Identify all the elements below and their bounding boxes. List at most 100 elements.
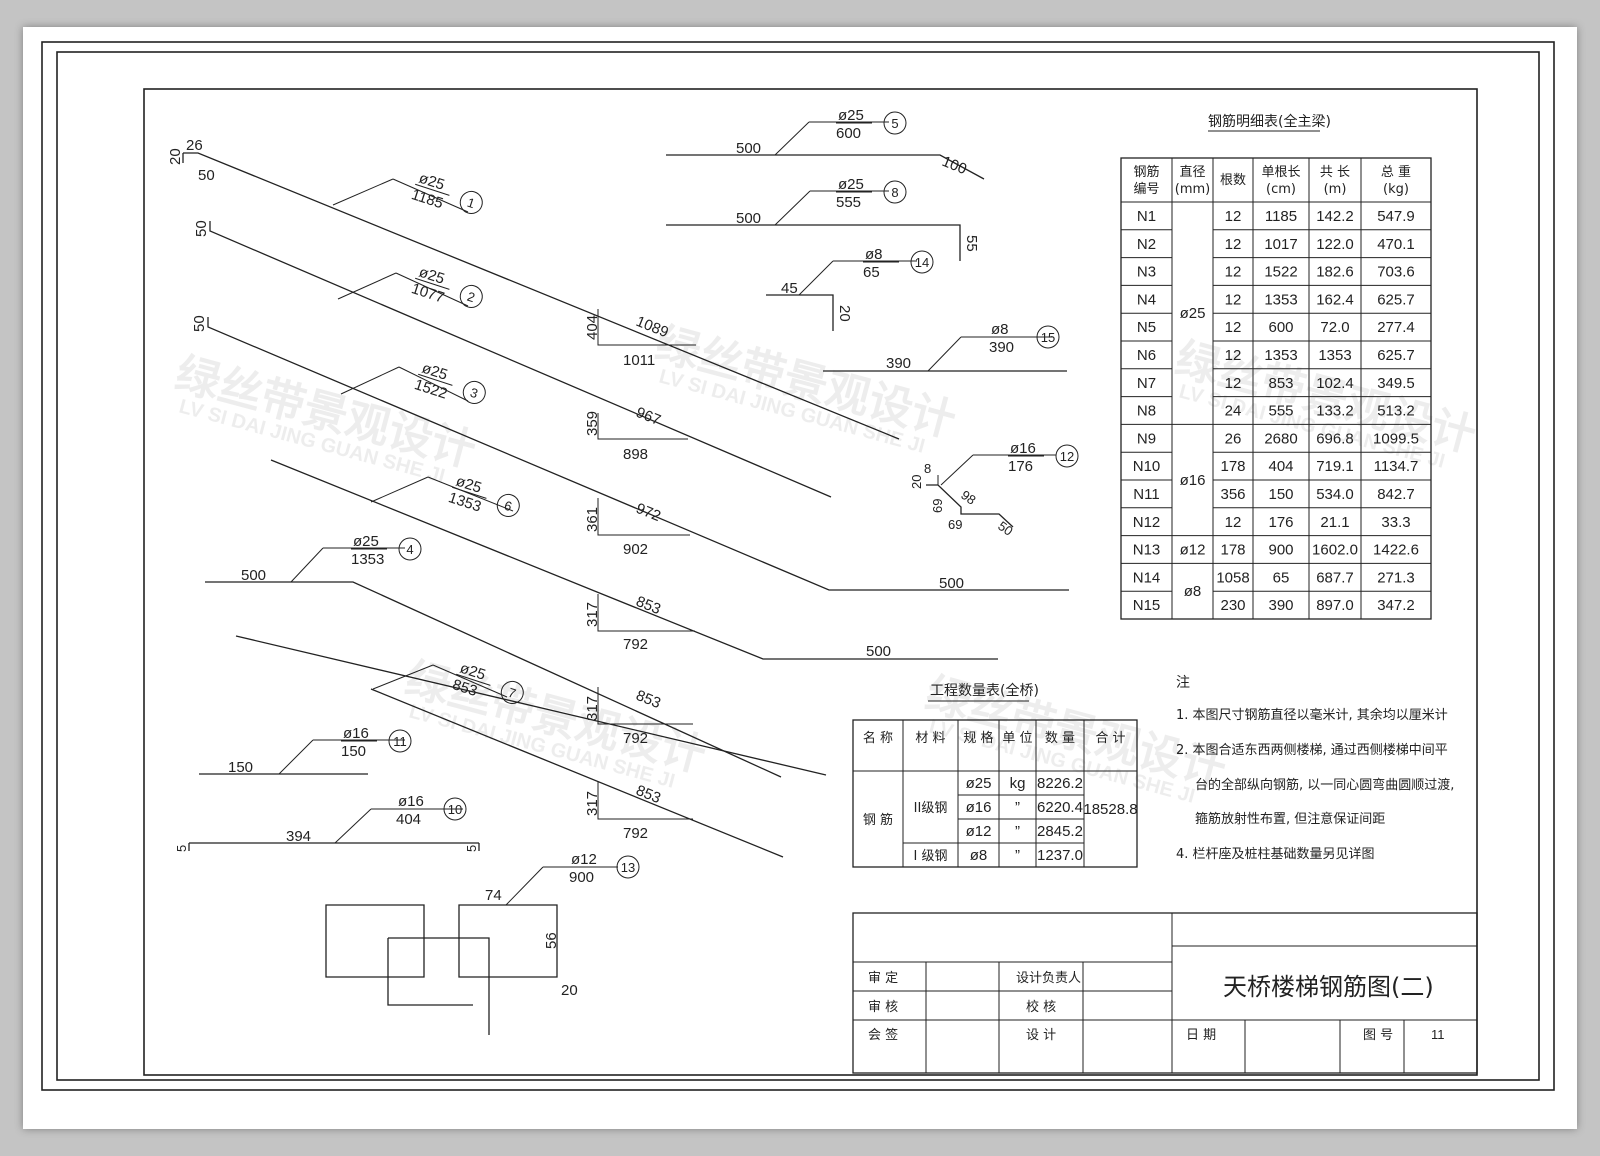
table-cell: 625.7 — [1377, 291, 1415, 308]
note-item: 1. 本图尺寸钢筋直径以毫米计, 其余均以厘米计 — [1176, 707, 1448, 723]
dimension-labels: 26 20 50 50 50 404 1089 1011 359 967 898… — [167, 137, 1016, 999]
qty-cell: ø16 — [966, 799, 992, 816]
table-cell: 230 — [1220, 597, 1245, 614]
table-cell: 1422.6 — [1373, 542, 1419, 559]
dim-text: 50 — [198, 167, 215, 184]
rebar-length: 404 — [396, 811, 421, 828]
dim-text: 69 — [948, 517, 962, 532]
title-block-label: 会 签 — [868, 1027, 898, 1043]
rebar-id-circle — [443, 797, 467, 821]
dim-text: 150 — [228, 759, 253, 776]
rebar-n3 — [207, 317, 1069, 591]
dim-text: 50 — [191, 315, 208, 332]
table-cell: 1099.5 — [1373, 430, 1419, 447]
table-cell: 1134.7 — [1374, 458, 1419, 475]
table-cell: 897.0 — [1316, 597, 1354, 614]
rebar-id: 12 — [1060, 449, 1074, 464]
table-cell: 12 — [1225, 514, 1242, 531]
table-cell: 12 — [1225, 375, 1242, 392]
table-cell: 1353 — [1318, 347, 1351, 364]
rebar-id: 3 — [468, 385, 480, 402]
table-cell: 1353 — [1264, 291, 1297, 308]
dim-text: 45 — [781, 280, 798, 297]
qty-header-cell: 单 位 — [1002, 731, 1032, 746]
qty-cell: ” — [1015, 823, 1020, 840]
table-header-cell: (mm) — [1175, 182, 1210, 197]
table-cell: N15 — [1133, 597, 1161, 614]
title-block-label: 图 号 — [1363, 1028, 1393, 1043]
notes-heading: 注 — [1176, 675, 1190, 691]
dim-text: 317 — [584, 696, 601, 721]
table-cell: 65 — [1273, 569, 1290, 586]
table-cell: 696.8 — [1316, 430, 1354, 447]
table-cell: N4 — [1137, 291, 1156, 308]
rebar-length: 65 — [863, 264, 880, 281]
table-cell: 24 — [1225, 403, 1242, 420]
table-cell: 178 — [1220, 458, 1245, 475]
dim-text: 500 — [736, 140, 761, 157]
dim-text: 20 — [909, 475, 924, 489]
dim-text: 317 — [584, 791, 601, 816]
rebar-id: 1 — [465, 195, 477, 212]
title-block-label: 日 期 — [1186, 1028, 1216, 1043]
table-cell: 142.2 — [1316, 208, 1354, 225]
dim-text: 56 — [543, 932, 560, 949]
dim-text: 792 — [623, 636, 648, 653]
table-cell: 12 — [1225, 347, 1242, 364]
dim-text: 500 — [939, 575, 964, 592]
qty-cell: kg — [1010, 775, 1026, 792]
dim-text: 792 — [623, 825, 648, 842]
table-cell: 534.0 — [1316, 486, 1354, 503]
rebar-id: 7 — [506, 685, 518, 702]
table-cell: N1 — [1137, 208, 1156, 225]
rebar-length: 555 — [836, 194, 861, 211]
rebar-length: 853 — [450, 676, 479, 700]
table-cell: 122.0 — [1316, 236, 1354, 253]
rebar-n10 — [188, 808, 480, 851]
table-cell: 72.0 — [1320, 319, 1349, 336]
title-block-label: 设 计 — [1026, 1028, 1056, 1043]
table-cell: 349.5 — [1377, 375, 1415, 392]
dim-text: 50 — [193, 220, 210, 237]
rebar-length: 1353 — [351, 551, 384, 568]
qty-cell: 1237.0 — [1037, 847, 1083, 864]
title-block-label: 设计负责人 — [1016, 971, 1081, 986]
table-cell: 150 — [1268, 486, 1293, 503]
rebar-id: 15 — [1041, 330, 1055, 345]
table-cell: 470.1 — [1377, 236, 1415, 253]
dim-text: 20 — [167, 148, 184, 165]
rebar-n11 — [199, 739, 405, 775]
dim-text: 898 — [623, 446, 648, 463]
rebar-diameter: ø8 — [865, 246, 883, 263]
qty-cell: 2845.2 — [1037, 823, 1083, 840]
qty-row: ø16”6220.4 — [966, 799, 1083, 816]
inner-frame — [143, 88, 1478, 1076]
dim-text: 404 — [584, 315, 601, 340]
dim-text: 972 — [634, 500, 664, 525]
rebar-id-circle — [500, 680, 524, 704]
rebar-length: 390 — [989, 339, 1014, 356]
table-header-cell: 共 长 — [1320, 165, 1350, 180]
table-header-cell: 编号 — [1133, 182, 1159, 197]
qty-header-cell: 名 称 — [863, 730, 893, 746]
table-cell: 900 — [1268, 542, 1293, 559]
table-cell: 12 — [1225, 208, 1242, 225]
dim-text: 500 — [866, 643, 891, 660]
rebar-length: 900 — [569, 869, 594, 886]
dim-text: 500 — [241, 567, 266, 584]
rebar-diameter: ø12 — [571, 851, 597, 868]
rebar-n12 — [926, 454, 1056, 528]
table-cell: 390 — [1268, 597, 1293, 614]
table-cell: N12 — [1133, 514, 1161, 531]
rebar-diameter: ø16 — [398, 793, 424, 810]
table-cell: 1058 — [1216, 569, 1249, 586]
